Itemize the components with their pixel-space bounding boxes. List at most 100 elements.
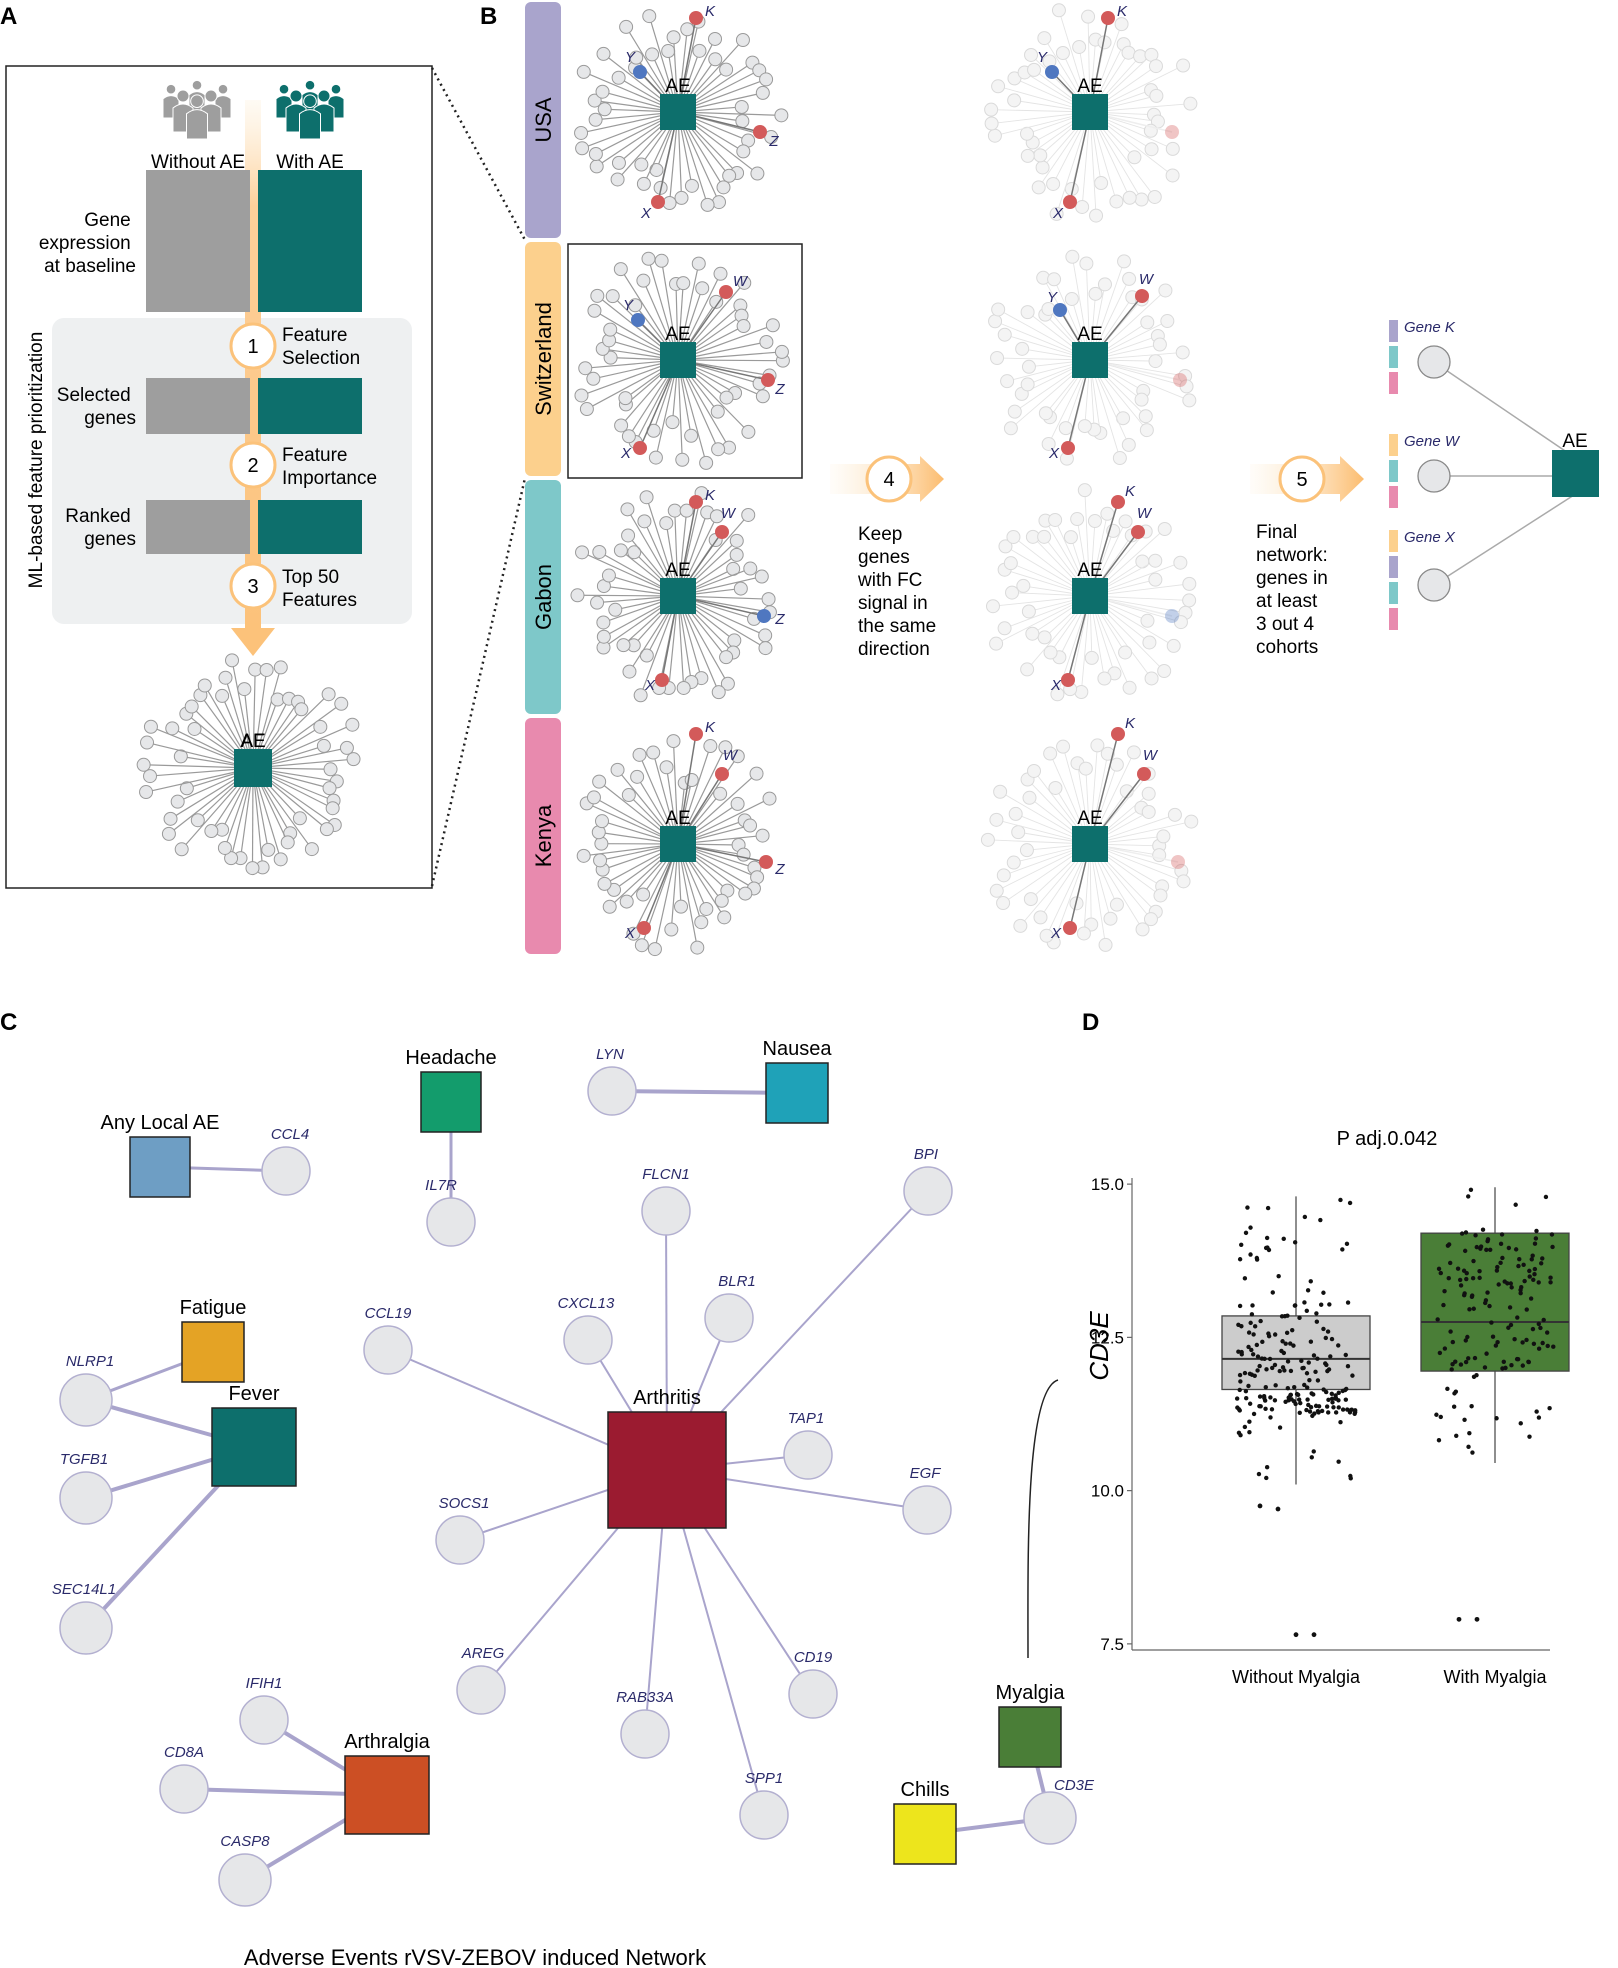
gene-node-tap1 (783, 1430, 833, 1480)
gene-label: W (721, 505, 737, 522)
gene-z-node (759, 855, 773, 869)
gene-node-ccl4 (261, 1146, 311, 1196)
gene-label: X (640, 205, 652, 222)
panel-c-letter: C (0, 1009, 17, 1036)
ae-hub-label: AE (1077, 808, 1102, 829)
gene-label-bpi: BPI (914, 1146, 938, 1163)
gene-label: K (705, 487, 716, 504)
final-gene-1: Gene K (1389, 319, 1456, 394)
gene-label: X (1050, 925, 1062, 942)
x-category-label: With Myalgia (1443, 1667, 1547, 1687)
gene-k-node (1111, 727, 1125, 741)
final-ae-node (1552, 450, 1599, 497)
gene-label-cd19: CD19 (794, 1649, 833, 1666)
ae-hub-label: AE (665, 76, 690, 97)
gene-node-bpi (903, 1166, 953, 1216)
y-tick-label: 7.5 (1100, 1635, 1124, 1654)
gene-label-socs1: SOCS1 (439, 1495, 490, 1512)
event-label-nausea: Nausea (763, 1038, 833, 1060)
gene-label-cxcl13: CXCL13 (558, 1295, 615, 1312)
gene-label: Y (625, 49, 636, 66)
ae-hub-label: AE (665, 560, 690, 581)
svg-text:1: 1 (247, 336, 258, 358)
gene-label: K (1125, 483, 1136, 500)
box-without-myalgia (1221, 1196, 1371, 1638)
ae-hub (1072, 94, 1108, 130)
gene-label: Z (774, 381, 785, 398)
gene-node-blr1 (704, 1293, 754, 1343)
event-node-arthritis (607, 1411, 727, 1529)
gene-y-node (1045, 65, 1059, 79)
event-label-headache: Headache (405, 1047, 496, 1069)
final-gene-2: Gene W (1389, 433, 1461, 508)
gene-node-flcn1 (641, 1186, 691, 1236)
gene-node-egf (902, 1485, 952, 1535)
ml-prioritization-label: ML-based feature prioritization (26, 332, 47, 589)
gene-label: K (705, 3, 716, 20)
gene-label-spp1: SPP1 (745, 1770, 783, 1787)
event-label-chills: Chills (901, 1779, 950, 1801)
ae-network: CCL4IL7RLYNNLRP1TGFB1SEC14L1FLCN1BPICCL1… (52, 1038, 1095, 1907)
gene-label-tgfb1: TGFB1 (60, 1451, 108, 1468)
ae-hub (1072, 578, 1108, 614)
event-label-any_local: Any Local AE (101, 1112, 220, 1134)
selected-genes-with-bar (258, 378, 362, 434)
gene-label: X (624, 925, 636, 942)
myalgia-link-curve (1027, 1379, 1059, 1659)
event-node-headache (420, 1071, 482, 1133)
event-node-chills (893, 1803, 957, 1865)
gene-x-node (1173, 373, 1187, 387)
gene-label-nlrp1: NLRP1 (66, 1353, 114, 1370)
gene-x-node (655, 673, 669, 687)
event-label-fatigue: Fatigue (180, 1297, 247, 1319)
svg-text:Final network:: Final network: genes in at least 3 out 4… (1256, 522, 1333, 658)
cohort-bar-kenya: Kenya (525, 718, 561, 954)
event-label-myalgia: Myalgia (996, 1682, 1066, 1704)
gene-node-cd19 (788, 1669, 838, 1719)
with-ae-label: With AE (276, 152, 344, 173)
event-node-nausea (765, 1062, 829, 1124)
panel-a: A ML-based feature prioritization Withou… (0, 3, 527, 889)
ae-hub (660, 826, 696, 862)
gene-expression-with-bar (258, 170, 362, 312)
top50-network: AE (136, 653, 361, 876)
event-node-arthralgia (344, 1755, 430, 1835)
gene-label: K (1117, 3, 1128, 20)
gene-label: W (1139, 271, 1155, 288)
cohort-bar-usa: USA (525, 2, 561, 238)
gene-label-cd3e: CD3E (1054, 1777, 1095, 1794)
gene-x-node (1061, 441, 1075, 455)
boxplot-y-label: CD3E (1084, 1311, 1114, 1381)
gene-node-lyn (587, 1066, 637, 1116)
outlier-point (1275, 1506, 1281, 1512)
gene-y-node (633, 65, 647, 79)
ae-hub-label: AE (665, 324, 690, 345)
people-without-ae-icon (162, 79, 232, 140)
box-with-myalgia (1420, 1187, 1570, 1622)
gene-label-tap1: TAP1 (788, 1410, 824, 1427)
gene-label-egf: EGF (910, 1465, 942, 1482)
ae-hub-label: AE (1077, 324, 1102, 345)
gene-k-node (689, 495, 703, 509)
gene-node-sec14l1 (59, 1601, 113, 1655)
outlier-point (1311, 1632, 1317, 1638)
svg-text:USA: USA (531, 97, 556, 143)
gene-label-casp8: CASP8 (220, 1833, 270, 1850)
gene-w-node (1137, 767, 1151, 781)
gene-node-cxcl13 (563, 1315, 613, 1365)
step-5: 5 Final network: genes in at least 3 out… (1250, 455, 1364, 658)
selected-genes-label: Selected genes (57, 385, 136, 429)
gene-label: X (644, 677, 656, 694)
svg-text:Gene X: Gene X (1404, 529, 1456, 546)
step-4: 4 Keep genes with FC signal in the same … (830, 455, 944, 660)
ae-hub-label: AE (1077, 560, 1102, 581)
switzerland-highlight-box (567, 243, 803, 479)
ae-hub-label: AE (240, 731, 265, 752)
